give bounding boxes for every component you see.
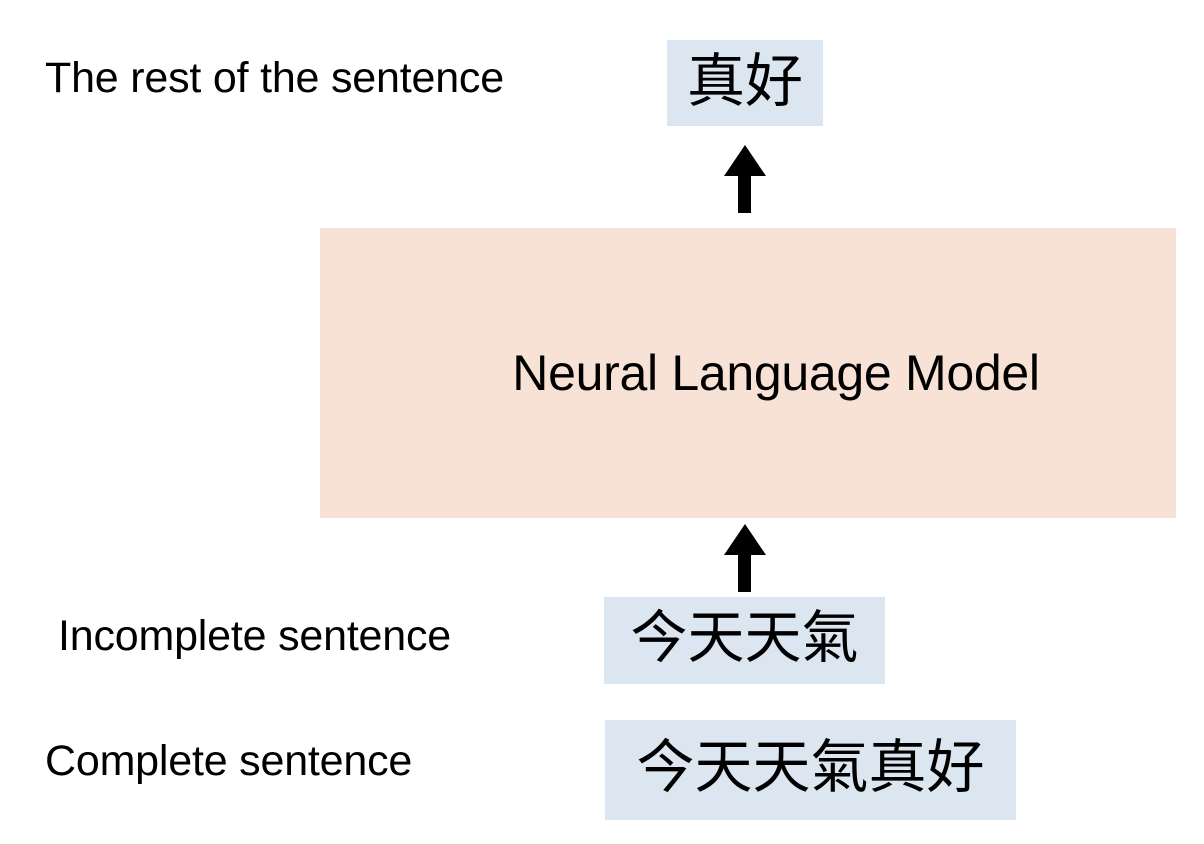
token-chip-incomplete-sentence: 今天天氣	[604, 597, 885, 684]
label-complete-sentence: Complete sentence	[45, 737, 413, 785]
label-rest-of-sentence: The rest of the sentence	[45, 54, 504, 102]
token-chip-rest-of-sentence: 真好	[667, 40, 823, 126]
token-chip-complete-sentence: 今天天氣真好	[605, 720, 1016, 820]
neural-language-model-block: Neural Language Model	[320, 228, 1176, 518]
label-incomplete-sentence: Incomplete sentence	[58, 612, 452, 660]
neural-language-model-label: Neural Language Model	[512, 345, 1040, 401]
